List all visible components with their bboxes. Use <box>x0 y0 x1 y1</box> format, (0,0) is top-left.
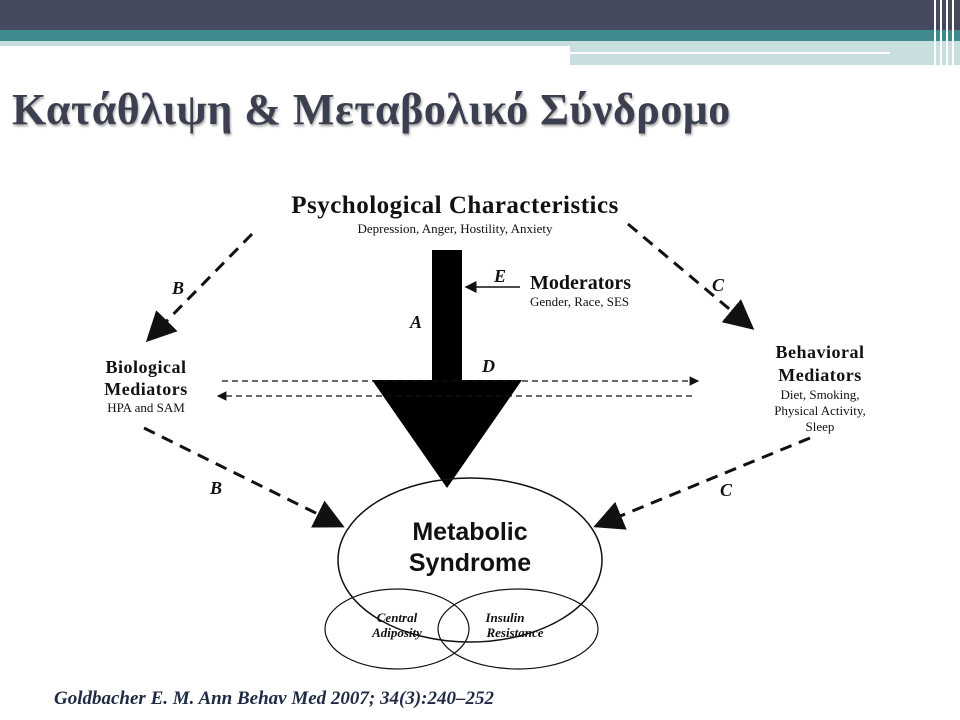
path-c-bottom-label: C <box>720 480 733 500</box>
metabolic-circle <box>337 477 603 643</box>
header-band-pale <box>0 41 570 46</box>
psych-title: Psychological Characteristics <box>291 192 619 219</box>
path-d-label: D <box>481 356 495 376</box>
path-b-bottom-label: B <box>209 478 222 498</box>
biological-line2: Mediators <box>104 379 187 399</box>
central-line1: Central <box>377 610 418 625</box>
moderators-subtitle: Gender, Race, SES <box>530 294 629 309</box>
slide-title: Κατάθλιψη & Μεταβολικό Σύνδρομο <box>12 85 731 134</box>
biological-subtitle: HPA and SAM <box>107 400 185 415</box>
header-stripes <box>928 0 960 66</box>
insulin-resistance-circle <box>437 588 599 670</box>
behavioral-sub2: Physical Activity, <box>774 403 866 418</box>
insulin-line2: Resistance <box>485 625 543 640</box>
path-b-bottom-arrow <box>143 426 345 528</box>
header-accent-line <box>570 52 890 54</box>
path-c-top-arrow <box>627 222 755 330</box>
behavioral-sub1: Diet, Smoking, <box>780 387 859 402</box>
metabolic-line1: Metabolic <box>412 518 527 546</box>
biological-line1: Biological <box>106 357 187 377</box>
behavioral-line1: Behavioral <box>776 342 865 362</box>
path-c-top-label: C <box>712 275 725 295</box>
header-band-dark <box>0 0 960 30</box>
behavioral-sub3: Sleep <box>806 419 835 434</box>
path-b-top-label: B <box>171 278 184 298</box>
path-a-label: A <box>409 312 422 332</box>
psych-subtitle: Depression, Anger, Hostility, Anxiety <box>357 221 553 236</box>
citation: Goldbacher E. M. Ann Behav Med 2007; 34(… <box>54 688 494 709</box>
path-b-top-arrow <box>145 232 254 343</box>
header-band-teal <box>0 30 960 41</box>
path-e-label: E <box>493 266 506 286</box>
metabolic-line2: Syndrome <box>409 549 531 577</box>
insulin-line1: Insulin <box>484 610 524 625</box>
path-c-bottom-arrow <box>593 436 811 530</box>
path-a-arrow <box>372 250 522 488</box>
central-adiposity-circle <box>324 588 470 670</box>
central-line2: Adiposity <box>371 625 422 640</box>
behavioral-line2: Mediators <box>778 365 861 385</box>
moderators-title: Moderators <box>530 272 631 294</box>
